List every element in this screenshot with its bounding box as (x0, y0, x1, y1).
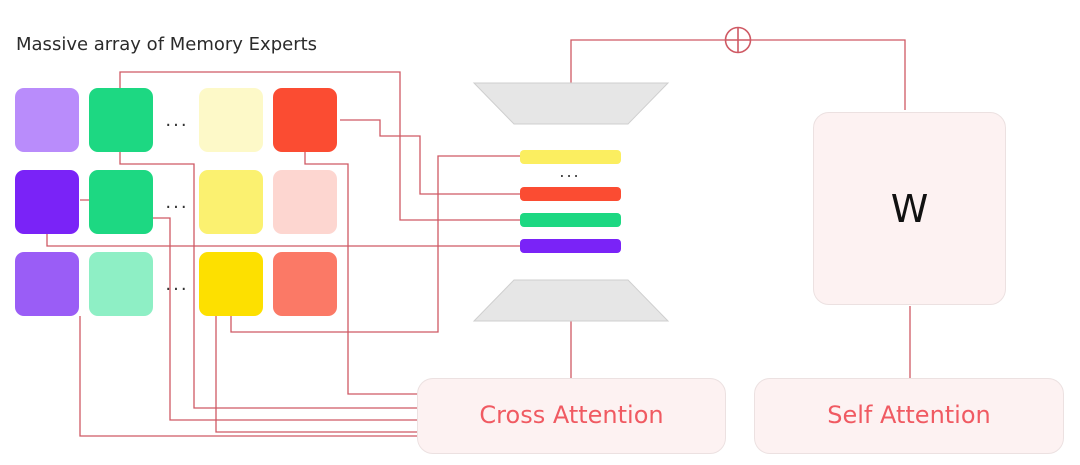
w-block: W (813, 112, 1006, 305)
cross-attention-label: Cross Attention (479, 401, 664, 429)
token-ellipsis: ... (559, 162, 581, 181)
memory-expert (89, 252, 153, 316)
memory-token (520, 239, 621, 253)
self-attention-label: Self Attention (827, 401, 991, 429)
connector-lines (46, 39, 911, 437)
connector-bus-2 (119, 152, 418, 409)
diagram-title: Massive array of Memory Experts (16, 34, 318, 55)
self-attention-block: Self Attention (754, 378, 1064, 454)
connector-bus-1 (304, 152, 418, 395)
connector-green-expert-top (119, 71, 520, 221)
lower-trapezoid (472, 279, 670, 322)
connector-red-expert-top (340, 119, 520, 195)
expert-row-3-ellipsis: ... (165, 274, 189, 295)
upper-trapezoid (472, 82, 670, 125)
connector-bus-4 (215, 316, 418, 433)
memory-expert (89, 170, 153, 234)
connector-yellow-token (230, 155, 520, 333)
memory-expert (89, 88, 153, 152)
connector-purple-expert (46, 234, 520, 247)
memory-expert (199, 170, 263, 234)
expert-row-1-ellipsis: ... (165, 110, 189, 131)
memory-token (520, 187, 621, 201)
memory-expert (15, 252, 79, 316)
memory-expert (273, 170, 337, 234)
memory-expert (199, 88, 263, 152)
memory-expert (15, 170, 79, 234)
memory-expert (199, 252, 263, 316)
memory-token (520, 150, 621, 164)
w-label: W (890, 187, 929, 231)
memory-token (520, 213, 621, 227)
connector-bus-5 (79, 316, 418, 437)
cross-attention-block: Cross Attention (417, 378, 726, 454)
memory-expert (273, 252, 337, 316)
memory-expert (273, 88, 337, 152)
memory-expert (15, 88, 79, 152)
add-icon (724, 26, 752, 54)
expert-row-2-ellipsis: ... (165, 192, 189, 213)
